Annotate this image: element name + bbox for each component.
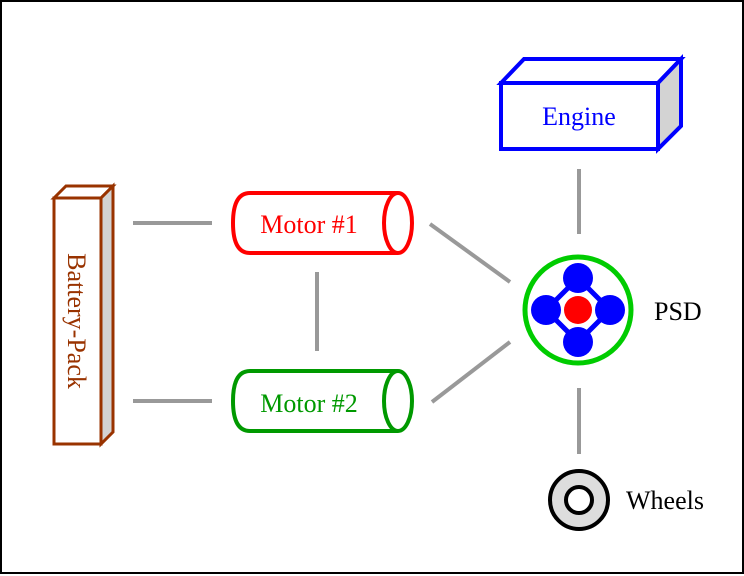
- wheel-hub: [564, 485, 594, 515]
- engine-block[interactable]: Engine: [496, 54, 686, 154]
- psd-planetary-gear[interactable]: [522, 254, 634, 366]
- motor-1-label: Motor #1: [260, 210, 358, 239]
- battery-front-face: [52, 196, 103, 446]
- engine-label: Engine: [542, 102, 616, 131]
- battery-pack-block[interactable]: Battery-Pack: [50, 182, 117, 448]
- psd-label: PSD: [654, 297, 702, 326]
- engine-front-face: [499, 81, 660, 151]
- psd-planet-bottom: [563, 327, 593, 357]
- connector-motor2-psd: [430, 340, 512, 404]
- connectors: [133, 169, 581, 454]
- psd-sun-gear: [564, 296, 592, 324]
- motor-1-end-cap: [382, 191, 414, 255]
- motor-2-label: Motor #2: [260, 389, 358, 418]
- battery-label: Battery-Pack: [62, 253, 91, 389]
- wheels-icon[interactable]: [548, 469, 610, 531]
- motor-2-cylinder[interactable]: Motor #2: [230, 369, 414, 433]
- engine-top-face: [496, 57, 686, 85]
- psd-planet-top: [563, 263, 593, 293]
- wheels-label: Wheels: [626, 486, 704, 515]
- motor-1-body: [230, 191, 398, 255]
- motor-1-cylinder[interactable]: Motor #1: [230, 191, 414, 255]
- connector-motor1-psd: [428, 222, 512, 284]
- psd-planet-right: [595, 295, 625, 325]
- motor-2-end-cap: [382, 369, 414, 433]
- motor-2-body: [230, 369, 398, 433]
- psd-planet-left: [531, 295, 561, 325]
- battery-side-face: [99, 182, 115, 448]
